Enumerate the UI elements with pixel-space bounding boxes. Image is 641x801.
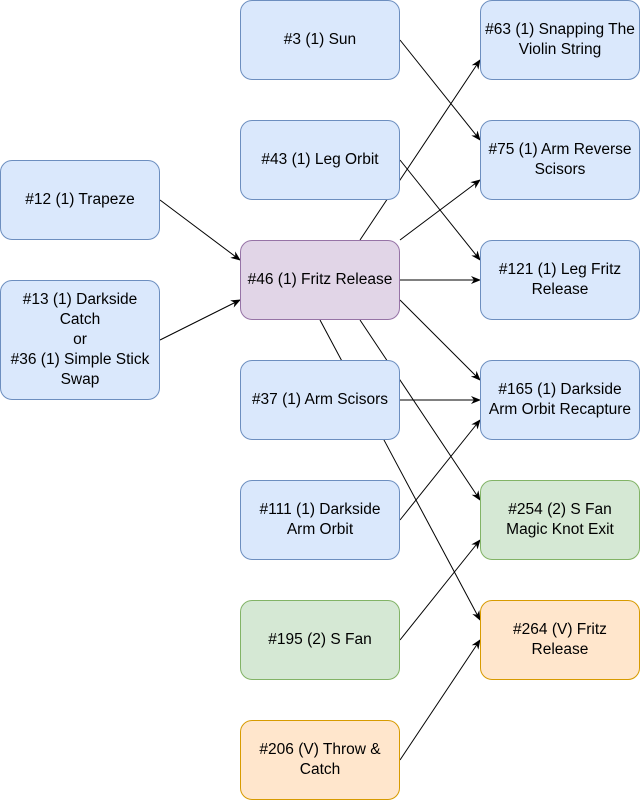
node-darkside-arm-orbit[interactable]: #111 (1) Darkside Arm Orbit	[240, 480, 400, 560]
node-arm-reverse-scisors[interactable]: #75 (1) Arm Reverse Scisors	[480, 120, 640, 200]
node-fritz-release[interactable]: #46 (1) Fritz Release	[240, 240, 400, 320]
node-throw-and-catch[interactable]: #206 (V) Throw & Catch	[240, 720, 400, 800]
node-darkside-catch-or-simple-stick-swap[interactable]: #13 (1) Darkside Catch or #36 (1) Simple…	[0, 280, 160, 400]
node-snapping-the-violin-string[interactable]: #63 (1) Snapping The Violin String	[480, 0, 640, 80]
node-s-fan-magic-knot-exit[interactable]: #254 (2) S Fan Magic Knot Exit	[480, 480, 640, 560]
edge-n46-n63	[359, 59, 481, 241]
edge-n46-n75	[399, 179, 481, 241]
edge-n46-n165	[399, 299, 481, 381]
edge-n195-n254	[399, 539, 481, 641]
edge-n13-n46	[159, 299, 241, 341]
edge-n46-n254	[359, 319, 481, 501]
edge-n206-n264	[399, 639, 481, 761]
node-darkside-arm-orbit-recapture[interactable]: #165 (1) Darkside Arm Orbit Recapture	[480, 360, 640, 440]
node-arm-scisors[interactable]: #37 (1) Arm Scisors	[240, 360, 400, 440]
node-fritz-release-v[interactable]: #264 (V) Fritz Release	[480, 600, 640, 680]
node-trapeze[interactable]: #12 (1) Trapeze	[0, 160, 160, 240]
node-s-fan[interactable]: #195 (2) S Fan	[240, 600, 400, 680]
edge-n3-n75	[399, 39, 481, 141]
node-sun[interactable]: #3 (1) Sun	[240, 0, 400, 80]
node-leg-orbit[interactable]: #43 (1) Leg Orbit	[240, 120, 400, 200]
edge-n111-n165	[399, 419, 481, 521]
edge-n12-n46	[159, 199, 241, 261]
node-leg-fritz-release[interactable]: #121 (1) Leg Fritz Release	[480, 240, 640, 320]
